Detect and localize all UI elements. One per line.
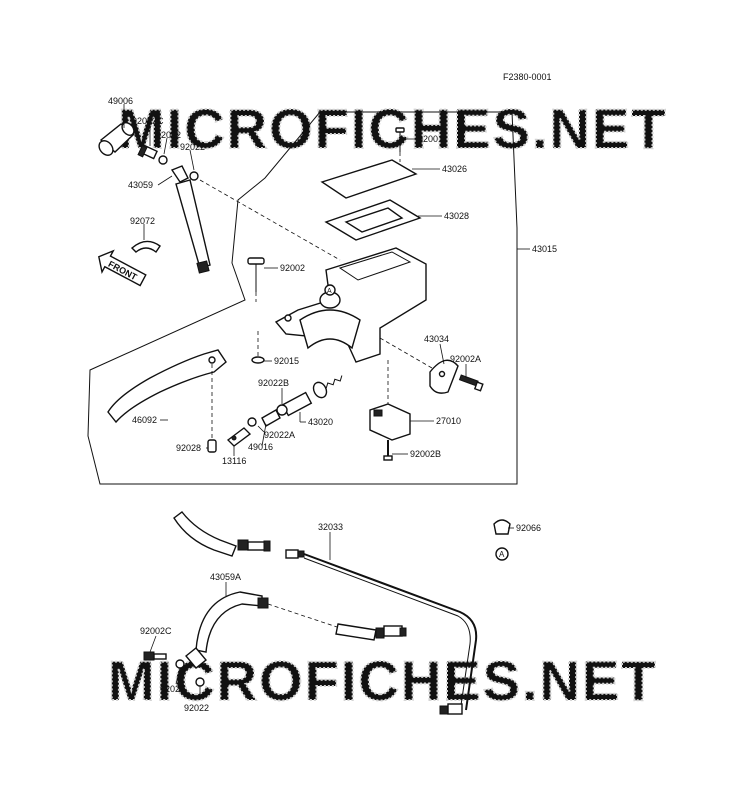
- part-labels: 49006 92002C 92022 92022 43059 92072 920…: [108, 96, 557, 713]
- ref-marker-a-top: A: [324, 284, 336, 296]
- label-92002B: 92002B: [410, 449, 441, 459]
- diaphragm-43028: [324, 199, 422, 241]
- label-43026: 43026: [442, 164, 467, 174]
- bolt-92002A: [458, 374, 484, 392]
- cable-32033: [285, 549, 478, 715]
- label-43015: 43015: [532, 244, 557, 254]
- ring-92022B: [276, 404, 288, 416]
- dash-43034: [379, 337, 433, 369]
- screw-92001: [395, 127, 405, 162]
- clip-92072: [130, 240, 161, 254]
- leader-lines: [123, 104, 530, 700]
- front-arrow: FRONT: [98, 249, 147, 287]
- label-92002C-bottom: 92002C: [140, 626, 172, 636]
- clamp-43034: [429, 359, 459, 394]
- label-92001: 92001: [418, 134, 443, 144]
- bolt-92002: [247, 257, 265, 302]
- hose-43059A: [185, 591, 407, 669]
- dashed-connection-top: [199, 179, 341, 261]
- label-92022A: 92022A: [264, 430, 295, 440]
- banjo-fitting-49006: [98, 122, 136, 156]
- label-43034: 43034: [424, 334, 449, 344]
- screw-92002B: [383, 440, 393, 461]
- cap-92066: [493, 519, 511, 535]
- pushrod-49016: [261, 409, 281, 427]
- washer-92022-b: [189, 171, 199, 181]
- switch-27010: [369, 360, 411, 441]
- pivot-bolt-92028: [207, 364, 217, 453]
- figure-code: F2380-0001: [503, 72, 552, 82]
- label-92015: 92015: [274, 356, 299, 366]
- label-43020: 43020: [308, 417, 333, 427]
- seal-92022A: [247, 417, 257, 427]
- label-92022B: 92022B: [258, 378, 289, 388]
- label-32033: 32033: [318, 522, 343, 532]
- hose-43059: [170, 165, 211, 274]
- washer-92022-c: [175, 659, 185, 669]
- cylinder-body-43015: [274, 247, 427, 363]
- piston-kit-43020: [281, 375, 343, 417]
- label-92002C-top: 92002C: [132, 116, 164, 126]
- ref-marker-a-bottom: A: [495, 547, 509, 561]
- label-92022-bottom2: 92022: [184, 703, 209, 713]
- label-43028: 43028: [444, 211, 469, 221]
- svg-text:A: A: [327, 288, 332, 295]
- label-13116: 13116: [222, 456, 246, 466]
- label-92028: 92028: [176, 443, 201, 453]
- label-92022-top1: 92022: [156, 130, 181, 140]
- watermark-top: MICROFICHES.NET: [118, 97, 668, 160]
- washer-92015: [251, 356, 265, 364]
- washer-92022-a: [158, 155, 168, 165]
- label-92002: 92002: [280, 263, 305, 273]
- upper-hose-end: [173, 511, 271, 557]
- label-92066: 92066: [516, 523, 541, 533]
- cap-43026: [320, 159, 418, 199]
- label-92072: 92072: [130, 216, 155, 226]
- label-49006: 49006: [108, 96, 133, 106]
- label-49016: 49016: [248, 442, 273, 452]
- washer-92022-d: [195, 677, 205, 687]
- label-92022-bottom1: 92022: [160, 684, 185, 694]
- label-92002A: 92002A: [450, 354, 481, 364]
- banjo-bolt-92002C-bottom: [143, 651, 167, 661]
- label-43059A: 43059A: [210, 572, 241, 582]
- label-46092: 46092: [132, 415, 157, 425]
- assembly-boundary: [87, 111, 518, 485]
- banjo-bolt-92002C-top: [137, 144, 158, 160]
- label-92022-top2: 92022: [180, 142, 205, 152]
- label-43059: 43059: [128, 180, 153, 190]
- lever-46092: [107, 349, 227, 424]
- rod-13116: [226, 427, 252, 447]
- svg-text:A: A: [499, 550, 505, 559]
- label-27010: 27010: [436, 416, 461, 426]
